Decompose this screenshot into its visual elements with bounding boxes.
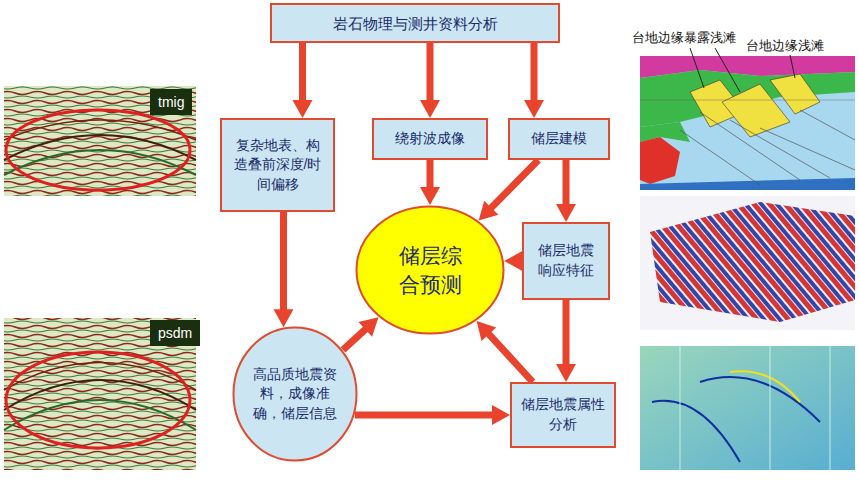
callout-label: 台地边缘暴露浅滩 [632, 30, 736, 46]
process-box: 复杂地表、构造叠前深度/时间偏移 [220, 118, 335, 212]
node-text: 储层建模 [531, 129, 587, 149]
ellipse-node: 储层综合预测 [355, 205, 505, 335]
flow-arrow [355, 405, 510, 425]
ellipse-node: 高品质地震资料，成像准确，储层信息 [232, 326, 358, 462]
flow-arrow [420, 43, 440, 118]
image-tag: psdm [150, 320, 200, 346]
callout-label: 台地边缘浅滩 [746, 38, 824, 54]
node-text: 储层地震响应特征 [532, 241, 600, 280]
flow-arrow [477, 321, 533, 382]
flow-arrow [274, 212, 294, 327]
flow-arrow [343, 317, 379, 350]
ellipse-outline [355, 205, 505, 335]
flow-arrow [420, 160, 440, 205]
image-tag: tmig [150, 89, 192, 115]
seismic-section-tmig [4, 86, 196, 196]
process-box: 绕射波成像 [372, 118, 488, 160]
node-text: 绕射波成像 [395, 129, 465, 149]
flow-arrow [293, 43, 313, 118]
node-text: 复杂地表、构造叠前深度/时间偏移 [230, 136, 325, 195]
node-text: 储层地震属性分析 [520, 395, 606, 434]
flow-arrow [504, 251, 522, 271]
flow-arrow [524, 43, 544, 118]
seismic-response-image [640, 196, 855, 330]
process-box: 储层建模 [508, 118, 610, 160]
geologic-section [640, 48, 855, 190]
process-box: 储层地震属性分析 [510, 382, 616, 448]
process-box: 岩石物理与测井资料分析 [270, 3, 560, 43]
process-box: 储层地震响应特征 [522, 222, 610, 300]
flow-arrow [556, 160, 576, 222]
node-text: 储层综合预测 [394, 241, 466, 300]
node-text: 高品质地震资料，成像准确，储层信息 [249, 365, 341, 424]
seismic-attribute-image [640, 346, 855, 470]
flow-arrow [479, 160, 539, 221]
flow-arrow [556, 300, 576, 382]
node-text: 岩石物理与测井资料分析 [333, 13, 498, 34]
